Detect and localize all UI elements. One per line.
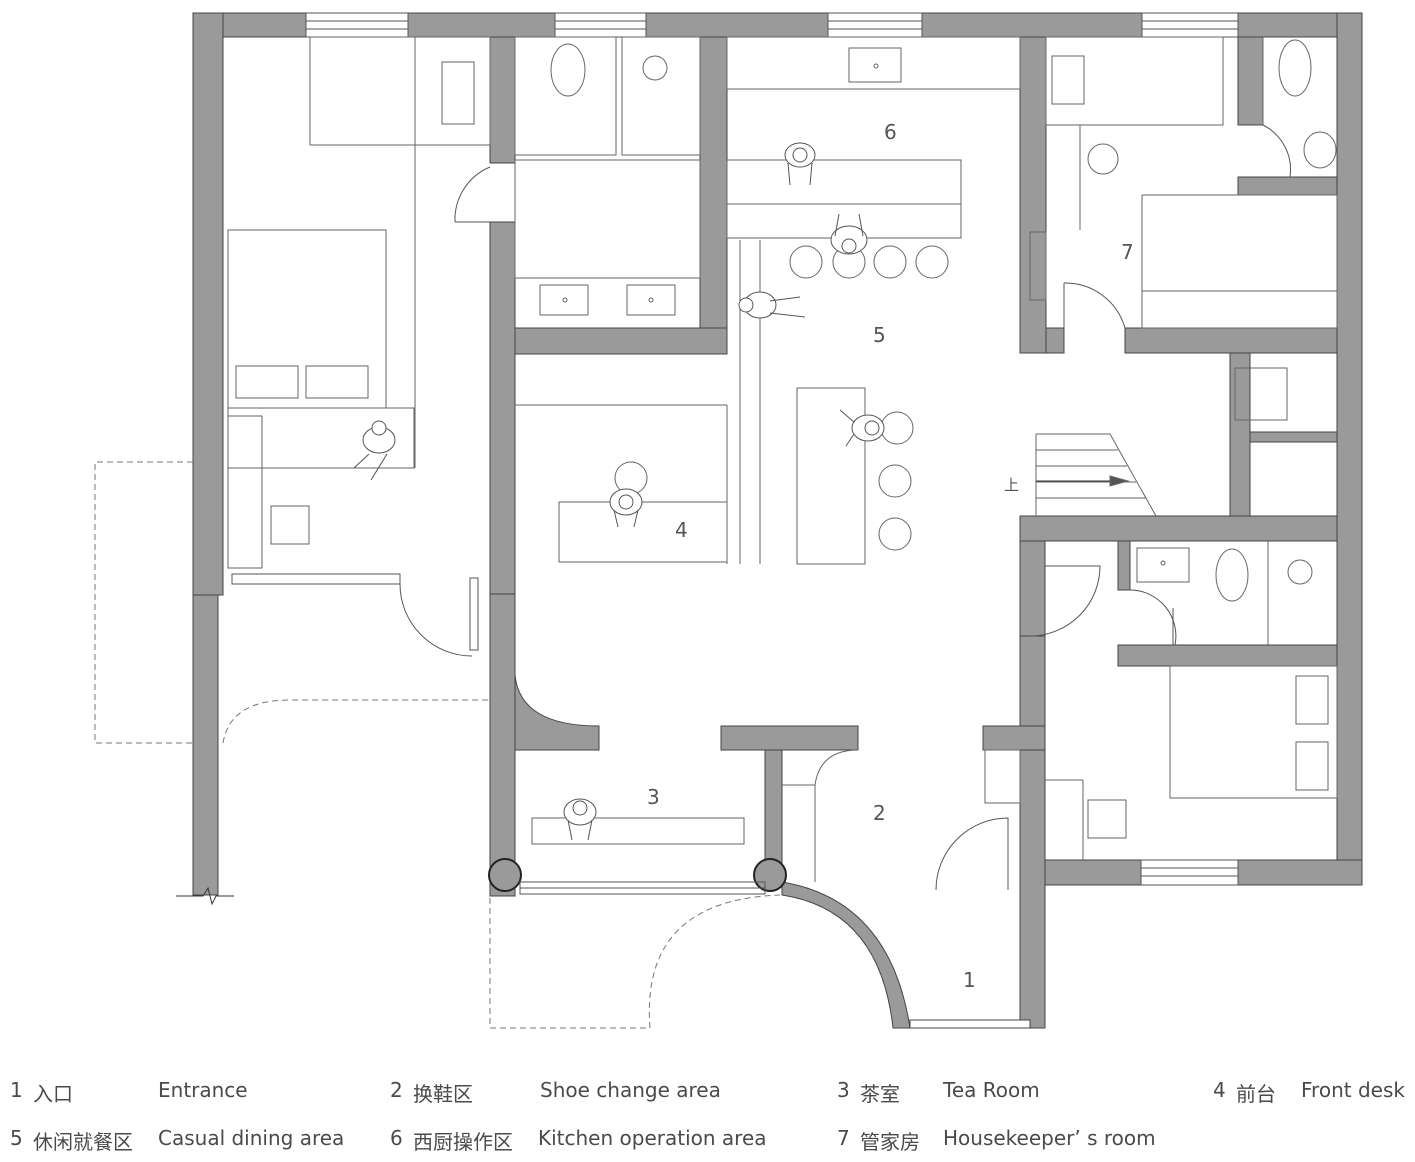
legend-num-5: 5 xyxy=(10,1126,23,1150)
legend-zh-4: 前台 xyxy=(1236,1082,1276,1106)
legend-num-1: 1 xyxy=(10,1078,23,1102)
break-line xyxy=(176,886,234,906)
column xyxy=(753,858,787,892)
stair-up-mark: 上 xyxy=(1004,476,1019,494)
legend-num-3: 3 xyxy=(837,1078,850,1102)
legend-num-2: 2 xyxy=(390,1078,403,1102)
legend-en-1: Entrance xyxy=(158,1078,248,1102)
people xyxy=(353,142,885,841)
room-number-1: 1 xyxy=(963,968,976,992)
doors xyxy=(399,124,1292,891)
room-number-2: 2 xyxy=(873,801,886,825)
legend-en-2: Shoe change area xyxy=(540,1078,721,1102)
legend-zh-6: 西厨操作区 xyxy=(413,1130,513,1154)
floor-plan: 1 2 3 4 5 6 7 上 xyxy=(94,12,1363,1029)
room-number-4: 4 xyxy=(675,518,688,542)
legend-en-7: Housekeeper’ s room xyxy=(943,1126,1156,1150)
legend-en-6: Kitchen operation area xyxy=(538,1126,767,1150)
room-number-5: 5 xyxy=(873,323,886,347)
legend-zh-2: 换鞋区 xyxy=(413,1082,473,1106)
room-number-6: 6 xyxy=(884,120,897,144)
legend-zh-3: 茶室 xyxy=(860,1082,900,1106)
room-numbers: 1 2 3 4 5 6 7 上 xyxy=(647,120,1134,992)
legend-zh-7: 管家房 xyxy=(860,1130,920,1154)
legend-zh-5: 休闲就餐区 xyxy=(33,1130,133,1154)
room-number-3: 3 xyxy=(647,785,660,809)
room-number-7: 7 xyxy=(1121,240,1134,264)
legend-num-4: 4 xyxy=(1213,1078,1226,1102)
legend: 1 入口 Entrance 2 换鞋区 Shoe change area 3 茶… xyxy=(0,1062,1415,1162)
legend-zh-1: 入口 xyxy=(33,1082,73,1106)
curved-wall xyxy=(514,674,600,751)
legend-en-3: Tea Room xyxy=(943,1078,1040,1102)
legend-en-5: Casual dining area xyxy=(158,1126,345,1150)
outdoor-dashed xyxy=(94,461,781,1029)
column xyxy=(488,858,522,892)
legend-en-4: Front desk xyxy=(1301,1078,1405,1102)
legend-num-6: 6 xyxy=(390,1126,403,1150)
entrance-arc-wall xyxy=(781,881,911,1029)
legend-num-7: 7 xyxy=(837,1126,850,1150)
